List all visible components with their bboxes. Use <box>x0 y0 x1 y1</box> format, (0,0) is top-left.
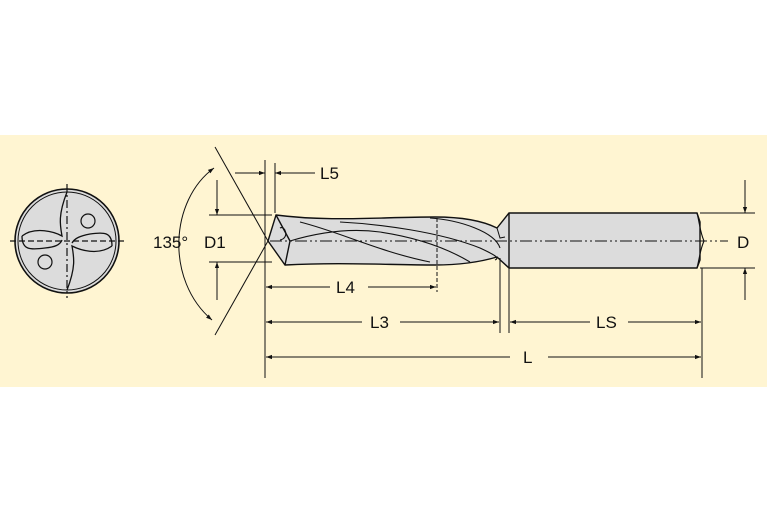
d-dimension <box>700 180 755 300</box>
l5-label: L5 <box>320 164 339 183</box>
l3-label: L3 <box>370 313 389 332</box>
l3-ls-dimension <box>266 258 703 378</box>
d-label: D <box>737 233 749 252</box>
d1-label: D1 <box>204 233 226 252</box>
end-view <box>10 184 124 298</box>
ls-label: LS <box>596 313 617 332</box>
l5-dimension <box>235 160 315 378</box>
angle-label: 135° <box>153 233 188 252</box>
d1-dimension <box>209 180 272 300</box>
l-label: L <box>523 348 532 367</box>
l4-label: L4 <box>336 278 355 297</box>
point-angle-dimension <box>178 146 269 336</box>
